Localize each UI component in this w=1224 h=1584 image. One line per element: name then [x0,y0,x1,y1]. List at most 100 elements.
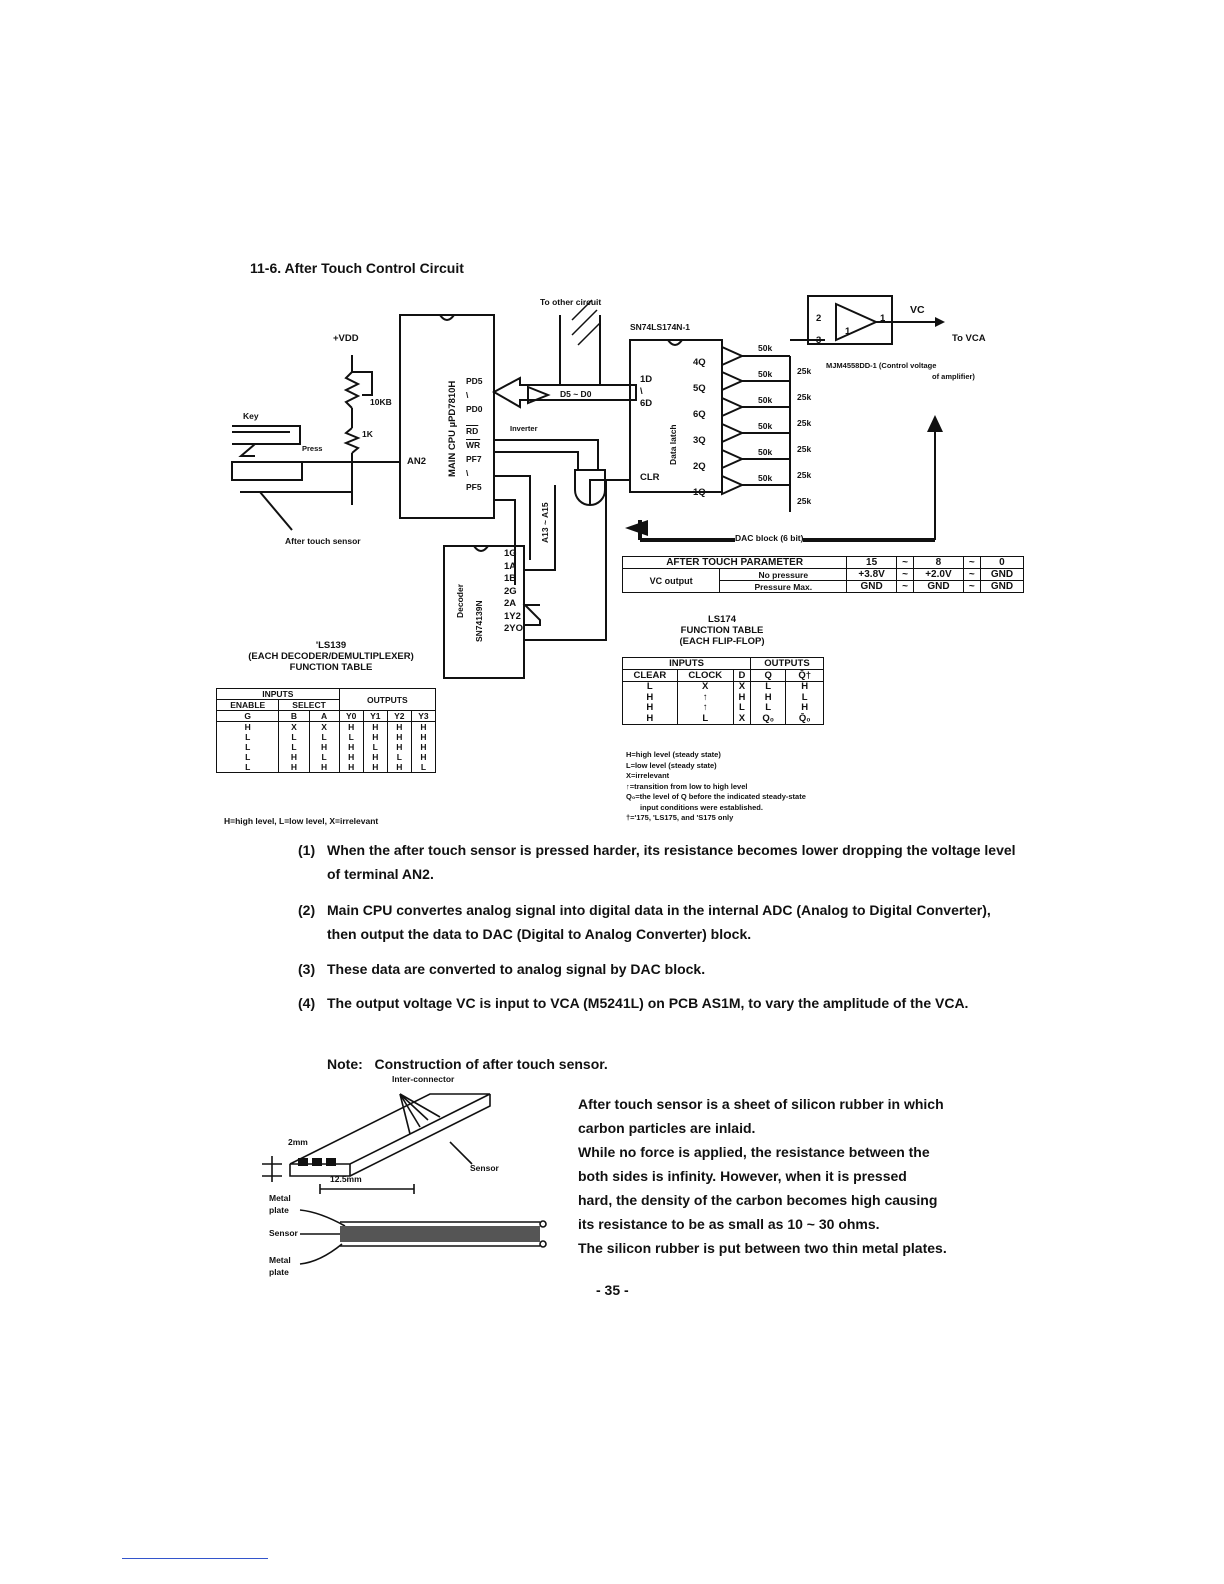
ls139-title: 'LS139 (EACH DECODER/DEMULTIPLEXER) FUNC… [216,640,446,673]
res-25k-label: 25k [797,418,812,428]
cell-value: Q̄₀ [798,712,811,724]
cpu-pins: PD5 \ PD0 RD WR PF7 \ PF5 [466,374,483,494]
description-line: its resistance to be as small as 10 ~ 30… [578,1216,880,1232]
opamp-part-label: MJM4558DD-1 (Control voltage [826,361,937,370]
cell-value: H [420,752,427,762]
res-25k-label: 25k [797,392,812,402]
paragraph-number: (3) [298,961,316,977]
latch-q-outputs: 4Q 5Q 6Q 3Q 2Q 1Q [693,350,706,506]
latch-q-output: 4Q [693,357,706,368]
table-row: Pressure Max. GND ~ GND ~ GND [623,580,1025,593]
cell-value: L [765,702,772,713]
table-row: INPUTS OUTPUTS [622,657,825,670]
paragraph: (1) When the after touch sensor is press… [298,838,1018,886]
paragraph: (2) Main CPU convertes analog signal int… [298,898,1018,946]
cpu-pin: \ [466,468,469,478]
ls174-notes: H=high level (steady state) L=low level … [626,750,806,824]
table-header: OUTPUTS [749,657,825,670]
decoder-part-label: SN74139N [474,600,484,642]
cell-value: H [420,742,427,752]
table-header: CLEAR [622,669,678,682]
cell-value: H [321,742,328,752]
paragraph: (3) These data are converted to analog s… [298,957,1018,981]
cell-value: L [291,742,297,752]
table-cell: GND [913,580,964,593]
table-cell: +2.0V [913,568,964,581]
description-line: hard, the density of the carbon becomes … [578,1192,938,1208]
cell-value: H [372,732,379,742]
cell-value: L [765,681,772,692]
table-header: A [308,710,340,722]
cell-value: L [321,752,327,762]
res-50k-label: 50k [758,395,773,405]
metal-plate-label: Metal plate [269,1193,291,1215]
table-header: Q [749,669,787,682]
ls174-note: H=high level (steady state) [626,750,721,759]
cell-value: H [801,681,809,692]
table-row: VC output No pressure +3.8V ~ +2.0V ~ GN… [621,568,1025,593]
sensor-construction-drawing [262,1093,547,1265]
table-header: CLOCK [676,669,734,682]
metal-plate-label-2: Metal plate [269,1255,291,1277]
res-25k-label: 25k [797,444,812,454]
cell-value: L [372,742,378,752]
cell-value: H [372,722,379,732]
table-cell: GND [979,568,1025,581]
description-line: While no force is applied, the resistanc… [578,1144,930,1160]
width-label: 12.5mm [330,1174,362,1184]
table-cell: GND [979,580,1025,593]
to-other-circuit-label: To other circuit [540,297,602,307]
table-cell: +3.8V [846,568,897,581]
ls174-note: †='175, 'LS175, and 'S175 only [626,813,734,822]
res-25k-column: 25k 25k 25k 25k 25k 25k [797,358,811,514]
table-cell: ~ [962,580,981,593]
cell-value: L [245,752,251,762]
latch-part-label: SN74LS174N-1 [630,322,691,332]
description-line: After touch sensor is a sheet of silicon… [578,1096,944,1112]
cell-value: H [348,752,355,762]
table-row: AFTER TOUCH PARAMETER 15 ~ 8 ~ 0 [621,556,1025,569]
cell-value: H [396,722,403,732]
decoder-pin: 1B [504,573,517,584]
decoder-pin: 1G [504,548,517,559]
latch-q-output: 5Q [693,383,706,394]
cell-value: H [396,732,403,742]
ls174-title-line: LS174 [708,614,736,625]
table-header: INPUTS [622,657,751,670]
cpu-pin: RD [466,426,479,436]
latch-d-input: \ [640,386,643,397]
latch-q-output: 3Q [693,435,706,446]
opamp-part-label-2: of amplifier) [932,372,975,381]
paragraph-number: (4) [298,995,316,1011]
an2-pin-label: AN2 [407,456,427,467]
res-50k-label: 50k [758,369,773,379]
vdd-label: +VDD [333,333,359,344]
cell-value: Q₀ [762,712,775,724]
paragraph-text: These data are converted to analog signa… [327,961,706,977]
cell-value: L [245,732,251,742]
bus-label: D5 ~ D0 [560,389,592,399]
ls139-title-line: (EACH DECODER/DEMULTIPLEXER) [248,651,414,662]
cpu-pin: PF7 [466,454,482,464]
cell-value: X [291,722,297,732]
table-cell: VC output [621,568,721,593]
ls174-note: ↑=transition from low to high level [626,781,748,791]
cell-value: ↑ [702,691,708,703]
table-row: G B A Y0 Y1 Y2 Y3 [215,710,437,722]
table-row: CLEAR CLOCK D Q Q̄† [622,669,824,682]
note-label: Note: [327,1056,363,1072]
paragraph-text: The output voltage VC is input to VCA (M… [327,995,969,1011]
table-header: B [278,710,310,722]
to-vca-label: To VCA [952,333,986,344]
decoder-pins: 1G 1A 1B 2G 2A 1Y2 2YO [504,548,523,636]
cell-value: H [348,762,355,772]
opamp-pin: 2 [816,313,822,324]
